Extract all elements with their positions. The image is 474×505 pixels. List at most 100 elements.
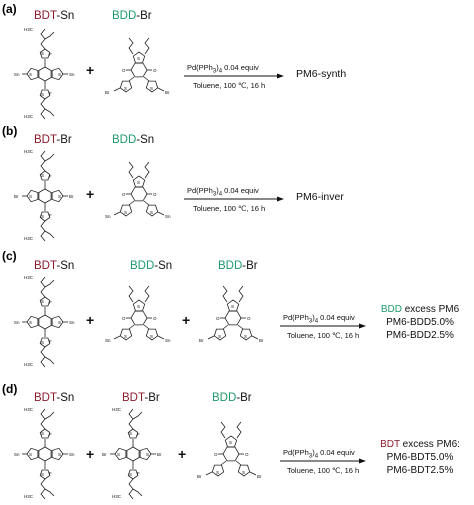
reactant-label-c2: BDD-Sn: [130, 260, 173, 272]
product-line: PM6-BDT5.0%: [386, 452, 454, 463]
conditions-line2: Toluene, 100 ℃, 16 h: [193, 81, 266, 90]
svg-text:H3C: H3C: [24, 114, 34, 119]
product-head: BDD excess PM6: [380, 304, 460, 315]
svg-text:S: S: [41, 51, 44, 56]
svg-text:S: S: [58, 452, 61, 457]
svg-text:O: O: [153, 316, 157, 321]
product-head: BDT excess PM6:: [380, 439, 460, 450]
plus-sign: +: [86, 62, 95, 78]
svg-text:S: S: [216, 470, 219, 475]
svg-text:S: S: [29, 72, 32, 77]
reactant-label-b1: BDT-Br: [34, 134, 72, 146]
svg-text:O: O: [216, 316, 220, 321]
svg-text:S: S: [124, 86, 127, 91]
svg-text:F: F: [49, 471, 52, 476]
plus-sign: +: [86, 312, 95, 328]
reactant-label-b2: BDD-Sn: [112, 134, 155, 146]
svg-text:S: S: [231, 304, 234, 309]
svg-text:S: S: [242, 470, 245, 475]
reactant-label-c1: BDT-Sn: [34, 260, 75, 272]
svg-text:O: O: [122, 192, 126, 197]
plus-sign: +: [182, 312, 191, 328]
svg-text:S: S: [137, 304, 140, 309]
svg-text:O: O: [153, 192, 157, 197]
svg-text:Br: Br: [257, 474, 262, 479]
svg-text:S: S: [218, 334, 221, 339]
conditions-line2: Toluene, 100 ℃, 16 h: [193, 204, 266, 213]
svg-text:S: S: [58, 72, 61, 77]
svg-text:F: F: [49, 174, 52, 179]
svg-text:H3C: H3C: [24, 236, 34, 241]
svg-text:H3C: H3C: [24, 27, 34, 32]
reactant-label-a2: BDD-Br: [112, 10, 152, 22]
svg-text:S: S: [41, 173, 44, 178]
reactant-label-d1: BDT-Sn: [34, 392, 75, 404]
svg-text:Br: Br: [102, 452, 107, 457]
panel-label-b: (b): [2, 124, 18, 138]
reaction-arrow: [280, 323, 366, 329]
svg-text:Br: Br: [197, 474, 202, 479]
reactant-label-c3: BDD-Br: [218, 260, 258, 272]
product-label: PM6-synth: [296, 68, 347, 80]
svg-text:H3C: H3C: [24, 362, 34, 367]
svg-text:O: O: [122, 68, 126, 73]
svg-text:Sn: Sn: [69, 452, 75, 457]
svg-text:O: O: [247, 316, 251, 321]
svg-text:Br: Br: [69, 194, 74, 199]
reactant-label-a1: BDT-Sn: [34, 10, 75, 22]
svg-text:S: S: [41, 472, 44, 477]
svg-text:Sn: Sn: [69, 320, 75, 325]
product-line: PM6-BDD5.0%: [386, 317, 454, 328]
svg-text:Br: Br: [157, 452, 162, 457]
svg-text:S: S: [137, 180, 140, 185]
reaction-arrow: [184, 196, 284, 202]
svg-text:S: S: [41, 340, 44, 345]
svg-text:S: S: [41, 299, 44, 304]
svg-text:F: F: [49, 52, 52, 57]
svg-text:O: O: [245, 452, 249, 457]
svg-text:S: S: [229, 440, 232, 445]
svg-text:H3C: H3C: [24, 149, 34, 154]
plus-sign: +: [178, 446, 187, 462]
svg-text:S: S: [29, 452, 32, 457]
svg-text:Sn: Sn: [165, 338, 171, 343]
svg-text:S: S: [244, 334, 247, 339]
svg-text:S: S: [129, 472, 132, 477]
svg-text:S: S: [150, 334, 153, 339]
svg-text:S: S: [58, 320, 61, 325]
conditions-line1: Pd(PPh3)4 0.04 equiv: [187, 63, 259, 75]
svg-text:S: S: [137, 56, 140, 61]
svg-text:S: S: [150, 86, 153, 91]
svg-text:Br: Br: [165, 90, 170, 95]
svg-text:F: F: [49, 213, 52, 218]
svg-text:H3C: H3C: [24, 407, 34, 412]
svg-text:Br: Br: [199, 338, 204, 343]
svg-text:F: F: [49, 300, 52, 305]
svg-text:Sn: Sn: [14, 72, 20, 77]
svg-text:Sn: Sn: [14, 452, 20, 457]
svg-text:O: O: [214, 452, 218, 457]
svg-text:S: S: [146, 452, 149, 457]
svg-text:Sn: Sn: [105, 214, 111, 219]
product-label: PM6-inver: [296, 191, 344, 203]
svg-text:O: O: [153, 68, 157, 73]
svg-text:Br: Br: [105, 90, 110, 95]
svg-text:S: S: [41, 92, 44, 97]
reaction-arrow: [280, 458, 366, 464]
reactant-label-d3: BDD-Br: [212, 392, 252, 404]
svg-text:F: F: [49, 91, 52, 96]
product-line: PM6-BDT2.5%: [386, 465, 454, 476]
svg-text:S: S: [150, 210, 153, 215]
svg-text:S: S: [124, 334, 127, 339]
svg-text:H3C: H3C: [112, 494, 122, 499]
svg-text:H3C: H3C: [112, 407, 122, 412]
panel-label-c: (c): [2, 249, 17, 263]
svg-text:S: S: [41, 431, 44, 436]
reaction-arrow: [184, 73, 284, 79]
